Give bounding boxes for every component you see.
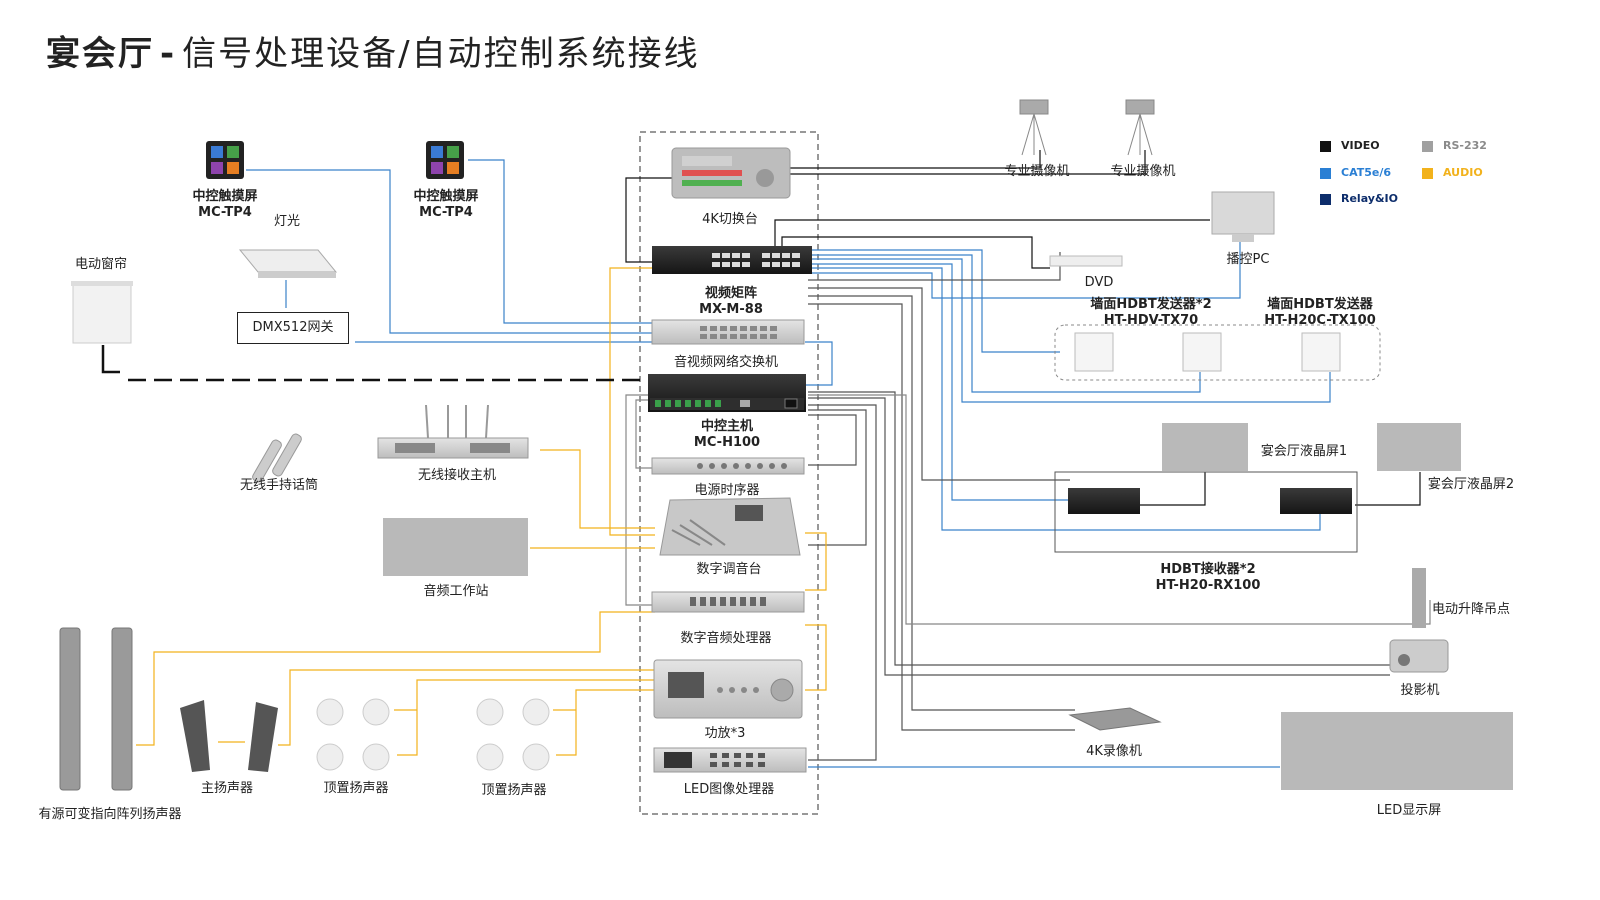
wireless-rx-label: 无线接收主机 (417, 468, 497, 483)
touch-panel-1 (206, 141, 244, 179)
cat-wires (246, 159, 1331, 768)
line-array-label: 有源可变指向阵列扬声器 (38, 807, 182, 822)
lcd-2-label: 宴会厅液晶屏2 (1427, 477, 1515, 492)
page-title: 宴会厅-信号处理设备/自动控制系统接线 (46, 26, 700, 75)
lcd-2-device (1377, 423, 1461, 471)
main-spk-label: 主扬声器 (200, 781, 254, 796)
control-host-device (648, 374, 806, 412)
title-main: 宴会厅 (46, 34, 154, 74)
ceiling-2-label: 顶置扬声器 (481, 783, 547, 798)
amp-label: 功放*3 (704, 726, 746, 741)
light-fixture (238, 249, 338, 308)
lift-label: 电动升降吊点 (1431, 602, 1511, 617)
legend-audio: AUDIO (1422, 166, 1483, 179)
audio-workstation-device (383, 518, 528, 576)
camera-1-label: 专业摄像机 (1004, 164, 1070, 179)
amplifier-device (653, 659, 803, 719)
light-label: 灯光 (273, 214, 301, 229)
network-switch-label: 音视频网络交换机 (673, 355, 779, 370)
recorder-device (1068, 707, 1162, 731)
curtain-label: 电动窗帘 (74, 257, 128, 272)
projector-device (1389, 568, 1449, 673)
legend-rs232: RS-232 (1422, 139, 1487, 152)
matrix-device (652, 246, 812, 274)
wireless-mic-label: 无线手持话筒 (239, 478, 319, 493)
dmx-gateway: DMX512网关 (237, 312, 349, 344)
camera-2 (1125, 99, 1155, 156)
mixer-label: 数字调音台 (696, 562, 762, 577)
legend-audio-swatch (1422, 167, 1433, 179)
wall-plates (1074, 332, 1341, 372)
dsp-label: 数字音频处理器 (680, 631, 772, 646)
power-seq-label: 电源时序器 (694, 483, 760, 498)
switcher-device (671, 147, 791, 199)
ceiling-speakers-1 (316, 698, 390, 771)
dmx-gateway-label: DMX512网关 (252, 320, 334, 335)
led-screen-device (1281, 712, 1513, 790)
audio-ws-label: 音频工作站 (423, 584, 489, 599)
lcd-1-label: 宴会厅液晶屏1 (1260, 444, 1348, 459)
wall-tx-group (1054, 324, 1381, 381)
legend-video-swatch (1320, 140, 1331, 152)
projector-label: 投影机 (1400, 683, 1440, 698)
switcher-label: 4K切换台 (702, 212, 758, 227)
power-sequencer-device (651, 457, 805, 475)
legend-relay-swatch (1320, 193, 1331, 205)
receiver-group (1054, 471, 1358, 553)
video-wires (625, 150, 1421, 506)
hdbt-receivers (1068, 488, 1352, 514)
rs232-wires (808, 252, 1395, 761)
line-array-speakers (59, 627, 133, 791)
curtain-device (71, 281, 133, 344)
title-dash: - (160, 34, 177, 74)
legend-cat-swatch (1320, 167, 1331, 179)
mixer-device (659, 497, 801, 556)
dvd-device (1049, 255, 1123, 267)
network-switch-device (651, 319, 805, 345)
wireless-receiver-device (377, 404, 529, 459)
ceiling-1-label: 顶置扬声器 (323, 781, 389, 796)
led-screen-label: LED显示屏 (1376, 803, 1442, 818)
pc-label: 播控PC (1226, 252, 1270, 267)
legend-relay: Relay&IO (1320, 192, 1398, 205)
dvd-label: DVD (1084, 275, 1114, 290)
wireless-mic-device (252, 433, 302, 483)
led-proc-label: LED图像处理器 (683, 782, 775, 797)
ceiling-speakers-2 (476, 698, 550, 771)
legend-video: VIDEO (1320, 139, 1380, 152)
pc-monitor (1211, 191, 1275, 242)
lcd-1-device (1162, 423, 1248, 471)
dsp-device (651, 591, 805, 613)
title-sub: 信号处理设备/自动控制系统接线 (182, 34, 700, 74)
led-processor-device (653, 747, 807, 773)
relay-wire (101, 345, 120, 374)
audio-wires (136, 267, 827, 756)
camera-2-label: 专业摄像机 (1110, 164, 1176, 179)
main-speakers (180, 700, 278, 772)
legend-cat: CAT5e/6 (1320, 166, 1391, 179)
legend-rs232-swatch (1422, 140, 1433, 152)
camera-1 (1019, 99, 1049, 156)
touch-panel-2 (426, 141, 464, 179)
recorder-label: 4K录像机 (1086, 744, 1142, 759)
serial-wires (625, 394, 1431, 625)
